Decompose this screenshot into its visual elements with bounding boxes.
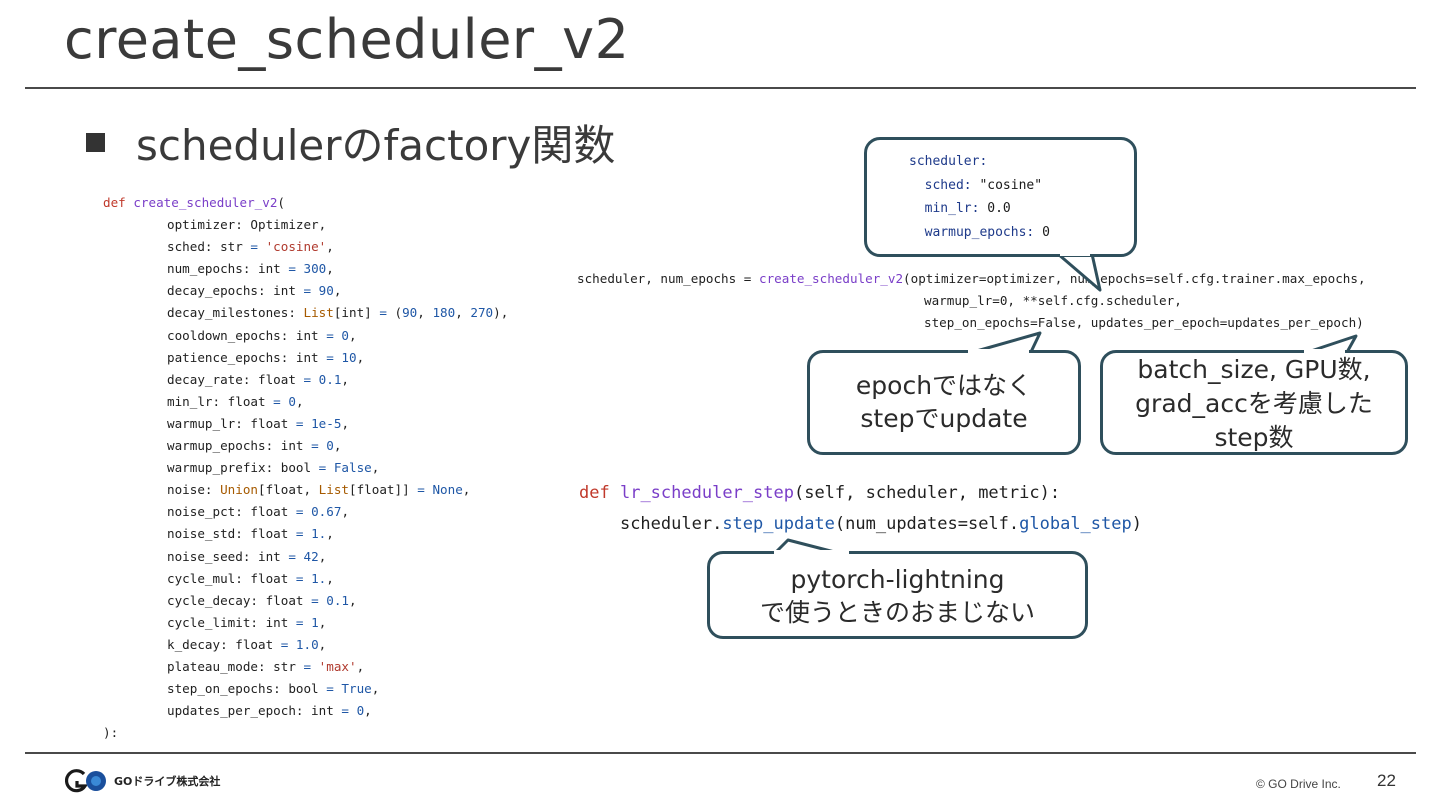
footer-company-name: GOドライブ株式会社 — [114, 775, 221, 788]
code-param-line: cycle_mul: float = 1., — [167, 570, 334, 586]
code-step-def: def — [579, 483, 610, 503]
batch-callout-line2: grad_accを考慮した — [1135, 389, 1373, 418]
code-param-line: decay_rate: float = 0.1, — [167, 371, 350, 387]
slide-title: create_scheduler_v2 — [64, 8, 630, 71]
code-param-line: k_decay: float = 1.0, — [167, 636, 327, 652]
yaml-config-text: scheduler: sched: "cosine" min_lr: 0.0 w… — [909, 154, 1050, 240]
yaml-config-callout: scheduler: sched: "cosine" min_lr: 0.0 w… — [864, 137, 1137, 257]
epoch-callout: epochではなく stepでupdate — [807, 350, 1081, 455]
code-param-line: cycle_decay: float = 0.1, — [167, 592, 357, 608]
code-step-function: lr_scheduler_step — [619, 483, 794, 503]
yaml-value-min-lr: 0.0 — [987, 201, 1011, 216]
go-logo-icon — [64, 769, 106, 793]
code-open-paren: ( — [277, 195, 285, 210]
code-call-function: create_scheduler_v2 — [758, 271, 904, 286]
footer-copyright: © GO Drive Inc. — [1256, 777, 1341, 791]
yaml-key-warmup-epochs: warmup_epochs — [924, 224, 1027, 240]
title-divider — [25, 87, 1416, 89]
yaml-tail-joint — [1060, 251, 1090, 256]
lightning-callout-line1: pytorch-lightning — [790, 565, 1005, 594]
lightning-tail-joint — [774, 550, 849, 555]
code-param-line: plateau_mode: str = 'max', — [167, 658, 365, 674]
code-keyword-def: def — [103, 195, 126, 210]
epoch-callout-text: epochではなく stepでupdate — [810, 369, 1078, 435]
code-param-line: sched: str = 'cosine', — [167, 239, 334, 255]
yaml-key-min-lr: min_lr — [924, 201, 972, 216]
code-call-args-line1: (optimizer=optimizer, num_epochs=self.cf… — [903, 271, 1366, 286]
yaml-root-key: scheduler: — [909, 154, 988, 169]
code-param-line: min_lr: float = 0, — [167, 393, 304, 409]
epoch-callout-line2: stepでupdate — [860, 404, 1028, 433]
code-param-line: noise_pct: float = 0.67, — [167, 504, 350, 520]
yaml-key-sched: sched — [924, 177, 964, 193]
bullet-square-icon — [86, 133, 105, 152]
code-param-line: num_epochs: int = 300, — [167, 261, 334, 277]
code-scheduler-call: scheduler, num_epochs = create_scheduler… — [577, 268, 1366, 334]
code-call-prefix: scheduler, num_epochs = — [577, 271, 759, 286]
code-call-args-line3: step_on_epochs=False, updates_per_epoch=… — [924, 315, 1364, 330]
code-param-line: warmup_lr: float = 1e-5, — [167, 415, 350, 431]
batch-callout-text: batch_size, GPU数, grad_accを考慮した step数 — [1103, 353, 1405, 455]
yaml-value-warmup-epochs: 0 — [1042, 224, 1050, 240]
code-param-line: patience_epochs: int = 10, — [167, 349, 365, 365]
code-param-line: warmup_prefix: bool = False, — [167, 460, 380, 476]
code-param-list: optimizer: Optimizer, sched: str = 'cosin… — [103, 214, 508, 722]
code-param-line: noise: Union[float, List[float]] = None, — [167, 482, 471, 498]
code-param-line: cycle_limit: int = 1, — [167, 614, 327, 630]
code-param-line: step_on_epochs: bool = True, — [167, 681, 380, 697]
code-param-line: decay_epochs: int = 90, — [167, 283, 342, 299]
code-param-line: warmup_epochs: int = 0, — [167, 438, 342, 454]
lightning-callout-line2: で使うときのおまじない — [759, 598, 1035, 627]
batch-callout-line3: step数 — [1214, 423, 1294, 452]
footer-divider — [25, 752, 1416, 754]
code-param-line: decay_milestones: List[int] = (90, 180, … — [167, 305, 509, 321]
epoch-callout-line1: epochではなく — [855, 371, 1033, 400]
lightning-callout-text: pytorch-lightning で使うときのおまじない — [710, 563, 1085, 629]
code-step-body-args-b: ) — [1131, 514, 1142, 534]
epoch-tail-joint — [968, 349, 1029, 354]
code-step-body-obj: scheduler. — [619, 514, 723, 534]
code-step-args: (self, scheduler, metric): — [793, 483, 1061, 503]
code-param-line: noise_std: float = 1., — [167, 526, 334, 542]
code-param-line: noise_seed: int = 42, — [167, 548, 327, 564]
code-lr-scheduler-step: def lr_scheduler_step(self, scheduler, m… — [579, 478, 1142, 540]
code-param-line: updates_per_epoch: int = 0, — [167, 703, 372, 719]
yaml-callout-tail — [1056, 252, 1102, 292]
bullet-row: schedulerのfactory関数 — [86, 112, 615, 173]
code-function-name: create_scheduler_v2 — [133, 195, 278, 210]
code-step-body-method: step_update — [722, 514, 835, 534]
code-create-scheduler: def create_scheduler_v2( optimizer: Opti… — [103, 192, 508, 744]
code-step-body-args-a: (num_updates=self. — [834, 514, 1020, 534]
code-param-line: optimizer: Optimizer, — [167, 217, 327, 233]
code-call-args-line2: warmup_lr=0, **self.cfg.scheduler, — [924, 293, 1182, 308]
page-number: 22 — [1377, 771, 1396, 790]
footer-logo: GOドライブ株式会社 — [64, 768, 220, 794]
bullet-text: schedulerのfactory関数 — [136, 121, 616, 170]
code-step-body-attr: global_step — [1019, 514, 1132, 534]
code-closing: ): — [103, 725, 119, 741]
batch-callout: batch_size, GPU数, grad_accを考慮した step数 — [1100, 350, 1408, 455]
lightning-callout: pytorch-lightning で使うときのおまじない — [707, 551, 1088, 639]
yaml-value-sched: "cosine" — [979, 177, 1043, 193]
batch-tail-joint — [1304, 349, 1345, 354]
code-param-line: cooldown_epochs: int = 0, — [167, 327, 357, 343]
batch-callout-line1: batch_size, GPU数, — [1137, 355, 1371, 384]
